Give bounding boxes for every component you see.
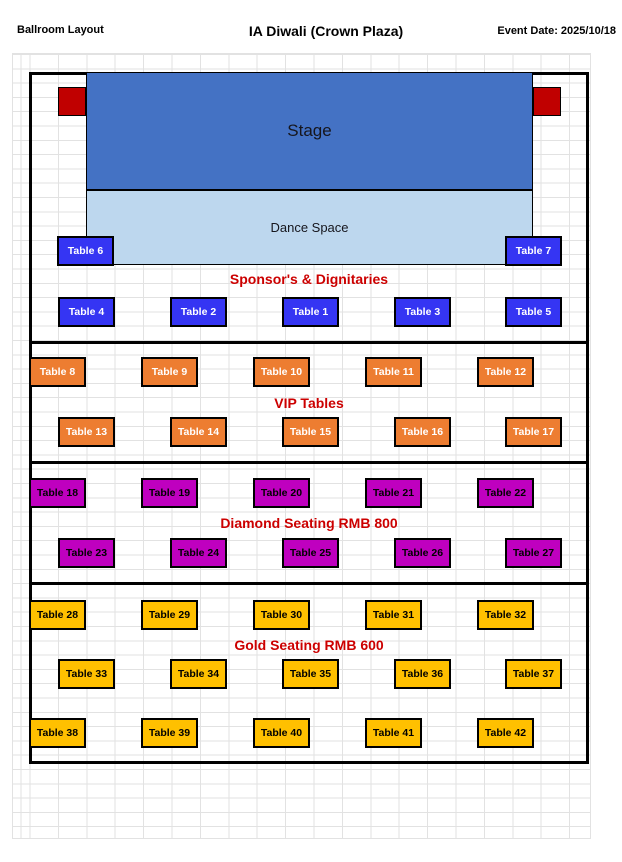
table-42[interactable]: Table 42 (477, 718, 534, 748)
table-19[interactable]: Table 19 (141, 478, 198, 508)
event-title: IA Diwali (Crown Plaza) (248, 23, 404, 39)
table-32[interactable]: Table 32 (477, 600, 534, 630)
stage-label: Stage (287, 121, 332, 140)
table-37[interactable]: Table 37 (505, 659, 562, 689)
table-30[interactable]: Table 30 (253, 600, 310, 630)
heading-gold: Gold Seating RMB 600 (234, 637, 384, 653)
table-7[interactable]: Table 7 (505, 236, 562, 266)
table-29[interactable]: Table 29 (141, 600, 198, 630)
heading-vip: VIP Tables (274, 395, 344, 411)
table-3[interactable]: Table 3 (394, 297, 451, 327)
table-35[interactable]: Table 35 (282, 659, 339, 689)
table-10[interactable]: Table 10 (253, 357, 310, 387)
section-divider-3 (29, 582, 589, 585)
table-13[interactable]: Table 13 (58, 417, 115, 447)
dance-space-label: Dance Space (270, 220, 349, 235)
table-18[interactable]: Table 18 (29, 478, 86, 508)
table-11[interactable]: Table 11 (365, 357, 422, 387)
table-25[interactable]: Table 25 (282, 538, 339, 568)
table-26[interactable]: Table 26 (394, 538, 451, 568)
table-40[interactable]: Table 40 (253, 718, 310, 748)
table-34[interactable]: Table 34 (170, 659, 227, 689)
table-1[interactable]: Table 1 (282, 297, 339, 327)
table-16[interactable]: Table 16 (394, 417, 451, 447)
table-6[interactable]: Table 6 (57, 236, 114, 266)
table-33[interactable]: Table 33 (58, 659, 115, 689)
table-12[interactable]: Table 12 (477, 357, 534, 387)
table-4[interactable]: Table 4 (58, 297, 115, 327)
table-21[interactable]: Table 21 (365, 478, 422, 508)
table-36[interactable]: Table 36 (394, 659, 451, 689)
sheet-title: Ballroom Layout (17, 24, 104, 36)
dance-space-shape[interactable]: Dance Space (86, 190, 533, 265)
table-5[interactable]: Table 5 (505, 297, 562, 327)
red-marker-left[interactable] (58, 87, 86, 116)
table-20[interactable]: Table 20 (253, 478, 310, 508)
table-27[interactable]: Table 27 (505, 538, 562, 568)
table-23[interactable]: Table 23 (58, 538, 115, 568)
table-9[interactable]: Table 9 (141, 357, 198, 387)
table-41[interactable]: Table 41 (365, 718, 422, 748)
heading-diamond: Diamond Seating RMB 800 (220, 515, 398, 531)
table-39[interactable]: Table 39 (141, 718, 198, 748)
table-28[interactable]: Table 28 (29, 600, 86, 630)
table-17[interactable]: Table 17 (505, 417, 562, 447)
stage-shape[interactable]: Stage (86, 72, 533, 190)
table-38[interactable]: Table 38 (29, 718, 86, 748)
table-2[interactable]: Table 2 (170, 297, 227, 327)
table-15[interactable]: Table 15 (282, 417, 339, 447)
section-divider-1 (29, 341, 589, 344)
table-24[interactable]: Table 24 (170, 538, 227, 568)
table-22[interactable]: Table 22 (477, 478, 534, 508)
heading-sponsors: Sponsor's & Dignitaries (229, 271, 389, 287)
table-31[interactable]: Table 31 (365, 600, 422, 630)
red-marker-right[interactable] (533, 87, 561, 116)
event-date: Event Date: 2025/10/18 (497, 25, 616, 37)
section-divider-2 (29, 461, 589, 464)
table-8[interactable]: Table 8 (29, 357, 86, 387)
table-14[interactable]: Table 14 (170, 417, 227, 447)
